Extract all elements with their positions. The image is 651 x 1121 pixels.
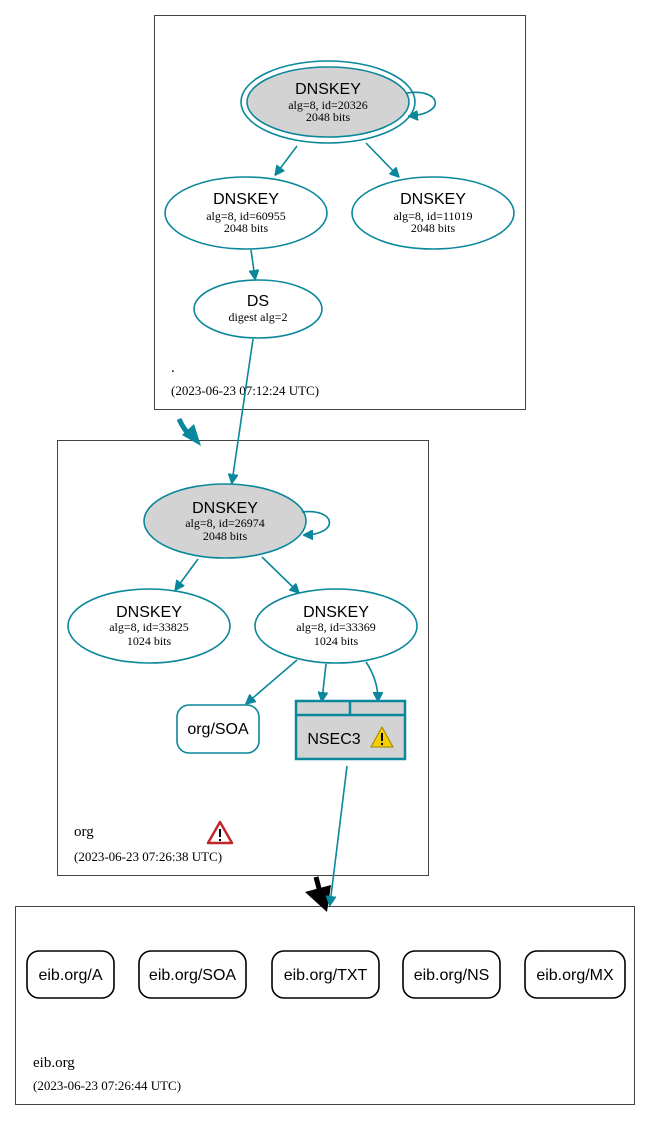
root-zsk1-bits: 2048 bits xyxy=(224,221,269,235)
record-eib-mx-label: eib.org/MX xyxy=(536,967,614,984)
org-soa-label: org/SOA xyxy=(187,721,249,738)
org-zsk2-title: DNSKEY xyxy=(303,604,369,621)
edge-root-zsk1-to-ds xyxy=(251,249,255,278)
zone-eib-box xyxy=(15,906,635,1105)
zone-eib-timestamp: (2023-06-23 07:26:44 UTC) xyxy=(33,1078,181,1093)
org-zsk2-bits: 1024 bits xyxy=(314,634,359,648)
org-zsk1-bits: 1024 bits xyxy=(127,634,172,648)
edge-root-ksk-to-zsk1 xyxy=(276,145,298,174)
org-ksk-node[interactable]: DNSKEY alg=8, id=26974 2048 bits xyxy=(143,483,307,559)
root-ksk-alg: alg=8, id=20326 xyxy=(288,98,368,112)
record-eib-a[interactable]: eib.org/A xyxy=(26,950,115,999)
record-eib-soa[interactable]: eib.org/SOA xyxy=(138,950,247,999)
org-ksk-self-edge xyxy=(301,510,331,535)
record-eib-soa-label: eib.org/SOA xyxy=(149,967,236,984)
edge-nsec3-to-eib xyxy=(330,765,348,904)
root-zsk1-alg: alg=8, id=60955 xyxy=(206,209,286,223)
root-zsk2-alg: alg=8, id=11019 xyxy=(393,209,472,223)
delegation-root-to-org-arrowhead xyxy=(182,424,201,446)
zone-org-timestamp: (2023-06-23 07:26:38 UTC) xyxy=(74,849,222,864)
org-ksk-alg: alg=8, id=26974 xyxy=(185,516,265,530)
record-eib-ns-label: eib.org/NS xyxy=(414,967,490,984)
zone-root-name: . xyxy=(171,360,175,376)
root-zsk2-title: DNSKEY xyxy=(400,191,466,208)
root-ksk-self-edge xyxy=(406,91,436,116)
root-ksk-node[interactable]: DNSKEY alg=8, id=20326 2048 bits xyxy=(240,60,416,144)
root-zsk1-title: DNSKEY xyxy=(213,191,279,208)
nsec3-node[interactable]: NSEC3 xyxy=(294,699,407,761)
edge-root-ksk-to-zsk2 xyxy=(365,142,398,176)
root-zsk2-node[interactable]: DNSKEY alg=8, id=11019 2048 bits xyxy=(351,176,515,250)
edge-org-zsk2-to-nsec3-a xyxy=(322,663,326,700)
record-eib-txt[interactable]: eib.org/TXT xyxy=(271,950,380,999)
record-eib-ns[interactable]: eib.org/NS xyxy=(402,950,501,999)
warning-icon xyxy=(370,725,394,748)
org-soa-node[interactable]: org/SOA xyxy=(176,704,260,754)
zone-eib-name: eib.org xyxy=(33,1055,75,1071)
org-zsk1-node[interactable]: DNSKEY alg=8, id=33825 1024 bits xyxy=(67,588,231,664)
org-zsk1-title: DNSKEY xyxy=(116,604,182,621)
record-eib-mx[interactable]: eib.org/MX xyxy=(524,950,626,999)
zone-org-name: org xyxy=(74,824,94,840)
error-icon xyxy=(206,820,234,845)
org-ds-title: DS xyxy=(247,293,269,310)
org-ksk-title: DNSKEY xyxy=(192,500,258,517)
org-zsk2-node[interactable]: DNSKEY alg=8, id=33369 1024 bits xyxy=(254,588,418,664)
nsec3-label: NSEC3 xyxy=(307,731,360,748)
root-ksk-title: DNSKEY xyxy=(295,81,361,98)
root-zsk2-bits: 2048 bits xyxy=(411,221,456,235)
delegation-org-to-eib-arrowhead xyxy=(305,885,331,912)
org-ds-node[interactable]: DS digest alg=2 xyxy=(193,279,323,339)
root-ksk-bits: 2048 bits xyxy=(306,110,351,124)
org-ds-digest: digest alg=2 xyxy=(228,310,287,324)
edge-org-ksk-to-zsk2 xyxy=(261,556,298,592)
org-zsk2-alg: alg=8, id=33369 xyxy=(296,620,376,634)
edge-ds-to-org-ksk xyxy=(232,338,254,482)
edge-org-zsk2-to-soa xyxy=(247,659,298,703)
record-eib-a-label: eib.org/A xyxy=(38,967,102,984)
record-eib-txt-label: eib.org/TXT xyxy=(284,967,368,984)
edge-org-zsk2-to-nsec3-b xyxy=(365,661,378,700)
org-ksk-bits: 2048 bits xyxy=(203,529,248,543)
root-zsk1-node[interactable]: DNSKEY alg=8, id=60955 2048 bits xyxy=(164,176,328,250)
edge-org-ksk-to-zsk1 xyxy=(176,558,199,589)
org-zsk1-alg: alg=8, id=33825 xyxy=(109,620,189,634)
